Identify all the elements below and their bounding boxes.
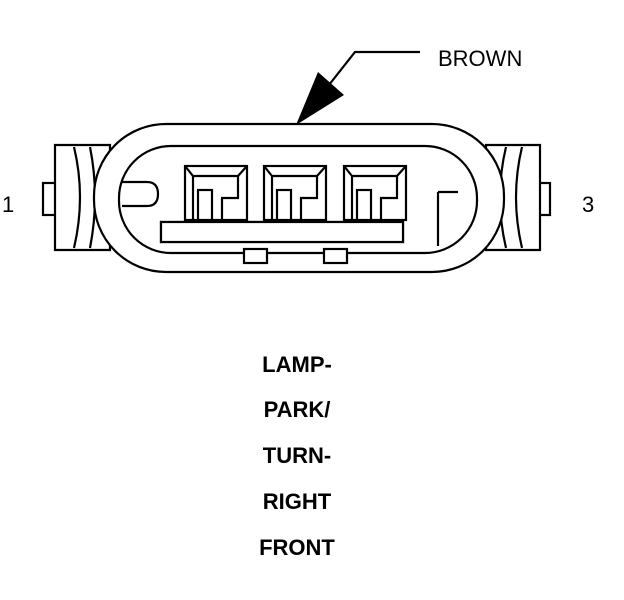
caption-line-2: PARK/ — [264, 397, 331, 422]
caption-line-3: TURN- — [263, 443, 331, 468]
wire-leader — [296, 50, 420, 125]
pin-3-label: 3 — [582, 192, 594, 217]
pin-1-label: 1 — [2, 192, 14, 217]
left-latch — [53, 143, 112, 252]
connector-body — [41, 122, 552, 274]
connector-caption: LAMP- PARK/ TURN- RIGHT FRONT — [259, 352, 335, 560]
terminal-cavity-3 — [342, 164, 408, 222]
caption-line-1: LAMP- — [262, 352, 332, 377]
terminal-cavity-2 — [262, 164, 328, 222]
bottom-foot-left — [242, 247, 269, 265]
wire-color-label: BROWN — [438, 46, 522, 71]
caption-line-5: FRONT — [259, 535, 335, 560]
caption-line-4: RIGHT — [263, 489, 332, 514]
leader-arrowhead — [296, 72, 344, 125]
bottom-foot-right — [322, 247, 349, 265]
terminal-cavity-1 — [183, 164, 249, 222]
keying-notch — [122, 180, 160, 208]
